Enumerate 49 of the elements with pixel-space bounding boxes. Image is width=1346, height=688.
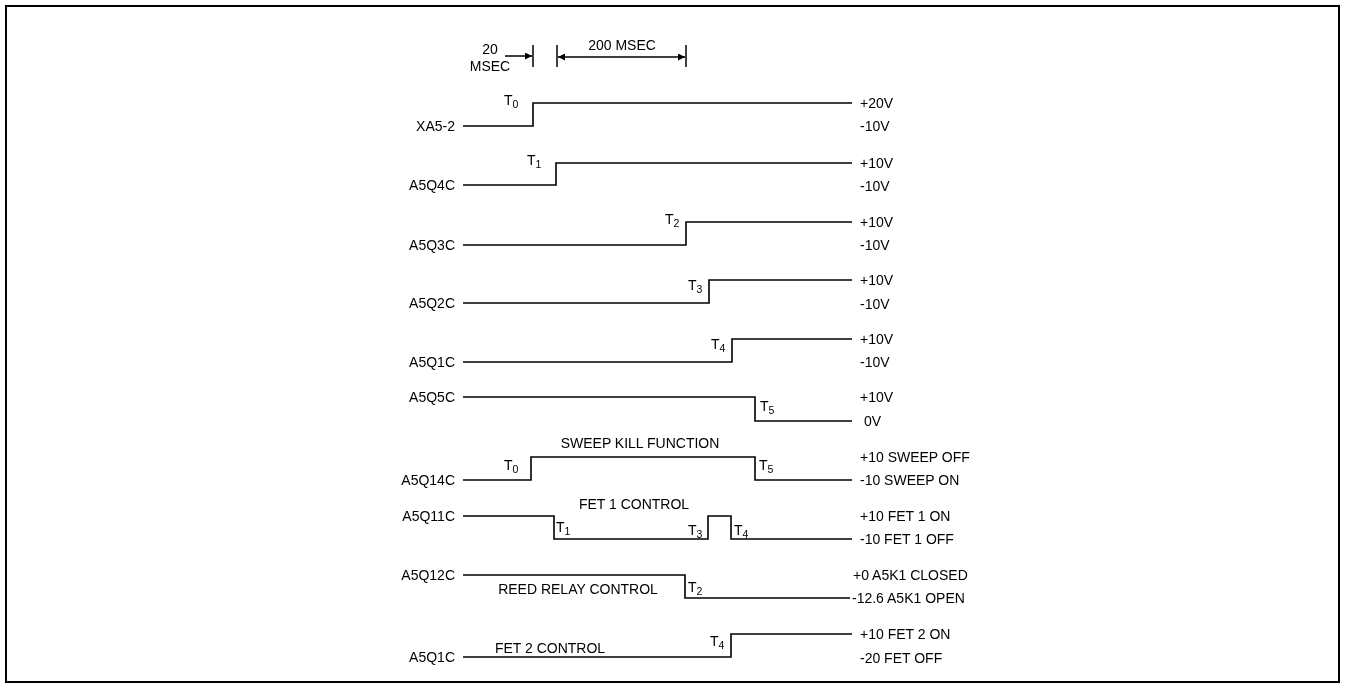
signal-name: A5Q1C: [409, 355, 455, 369]
signal-name: XA5-2: [416, 119, 455, 133]
signal-name: A5Q4C: [409, 178, 455, 192]
level-label: +10V: [860, 215, 894, 229]
signal-name: A5Q12C: [401, 568, 455, 582]
signal-function-label: FET 2 CONTROL: [494, 641, 606, 655]
level-label: -10V: [860, 238, 890, 252]
signal-name: A5Q14C: [401, 473, 455, 487]
level-label: +10 SWEEP OFF: [860, 450, 970, 464]
level-label: +20V: [860, 96, 894, 110]
level-label: -10V: [860, 179, 890, 193]
signal-name: A5Q5C: [409, 390, 455, 404]
level-label: -10 FET 1 OFF: [860, 532, 954, 546]
level-label: +10V: [860, 332, 894, 346]
time-marker: T$_{3}$: [688, 523, 703, 537]
level-label: -10V: [860, 355, 890, 369]
signal-name: A5Q2C: [409, 296, 455, 310]
time-marker: T$_{5}$: [760, 399, 775, 413]
time-marker: T$_{1}$: [556, 520, 571, 534]
signal-function-label: SWEEP KILL FUNCTION: [560, 436, 720, 450]
duration-label: 20 MSEC: [468, 41, 512, 75]
time-marker: T$_{4}$: [711, 337, 726, 351]
signal-name: A5Q3C: [409, 238, 455, 252]
level-label: -10 SWEEP ON: [860, 473, 960, 487]
time-marker: T$_{1}$: [527, 153, 542, 167]
signal-name: A5Q11C: [402, 509, 455, 523]
level-label: +10 FET 2 ON: [860, 627, 951, 641]
signal-function-label: REED RELAY CONTROL: [498, 582, 658, 596]
time-marker: T$_{3}$: [688, 278, 703, 292]
level-label: +10V: [860, 156, 894, 170]
level-label: -20 FET OFF: [860, 651, 943, 665]
duration-label: 200 MSEC: [588, 38, 656, 52]
time-marker: T$_{2}$: [688, 580, 703, 594]
level-label: +10V: [860, 273, 894, 287]
time-marker: T$_{4}$: [734, 523, 749, 537]
time-marker: T$_{2}$: [665, 212, 680, 226]
level-label: 0V: [864, 414, 882, 428]
level-label: -10V: [860, 297, 890, 311]
time-marker: T$_{0}$: [504, 458, 519, 472]
time-marker: T$_{0}$: [504, 93, 519, 107]
time-marker: T$_{4}$: [710, 634, 725, 648]
level-label: +10V: [860, 390, 894, 404]
level-label: +10 FET 1 ON: [860, 509, 951, 523]
time-marker: T$_{5}$: [759, 458, 774, 472]
level-label: +0 A5K1 CLOSED: [853, 568, 968, 582]
signal-function-label: FET 1 CONTROL: [578, 497, 690, 511]
level-label: -10V: [860, 119, 890, 133]
level-label: -12.6 A5K1 OPEN: [852, 591, 965, 605]
signal-name: A5Q1C: [409, 650, 455, 664]
